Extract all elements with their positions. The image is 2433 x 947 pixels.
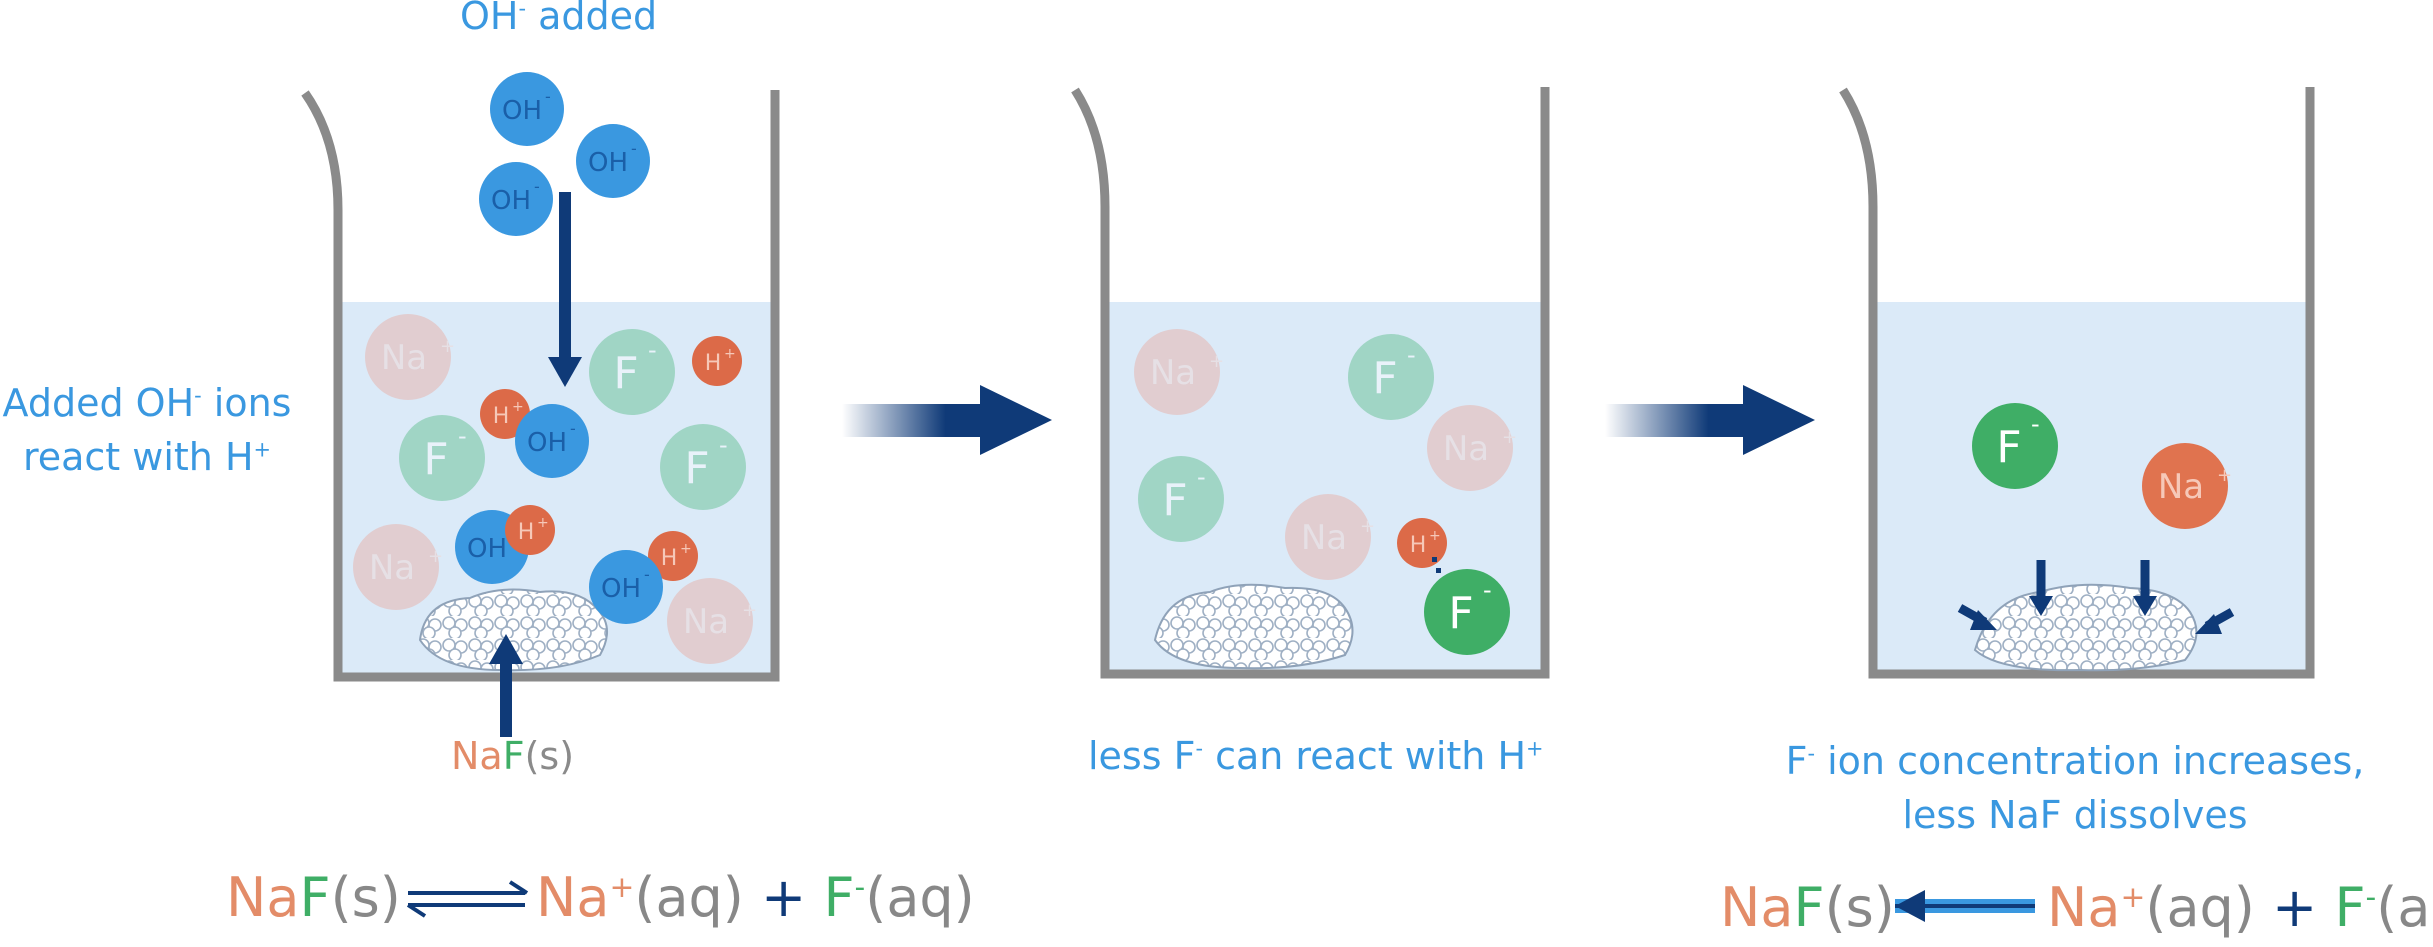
h-ion: H +: [505, 505, 555, 555]
bond-dots: [1432, 557, 1441, 573]
oh-ion: OH -: [589, 550, 663, 624]
added-oh-ions-label: Added OH- ions react with H+: [2, 381, 292, 479]
svg-text:-: -: [458, 422, 467, 450]
oh-ion: OH -: [576, 124, 650, 198]
svg-text:F: F: [423, 434, 448, 485]
svg-text:H: H: [661, 546, 678, 571]
svg-text:+: +: [742, 600, 757, 621]
inward-arrows: [1957, 560, 2235, 634]
equation-products-1: Na+(aq) + F-(aq): [536, 866, 975, 929]
oh-ion: OH -: [479, 162, 553, 236]
svg-text:Na: Na: [2158, 467, 2204, 507]
equation-products-2: Na+(aq) + F-(aq): [2047, 876, 2433, 939]
f-ion: F -: [1424, 569, 1510, 655]
next-step-arrow-1: [842, 385, 1052, 455]
equilibrium-arrows-2-shifted-left: [1895, 890, 2035, 922]
oh-added-label: OH- added: [460, 0, 658, 38]
svg-text:OH: OH: [502, 96, 542, 126]
svg-text:-: -: [545, 87, 551, 106]
na-ion-faded: Na +: [1134, 329, 1224, 415]
svg-text:F: F: [684, 443, 709, 494]
na-ion-faded: Na +: [365, 314, 455, 400]
svg-text:Na: Na: [1443, 429, 1489, 469]
svg-text:-: -: [570, 419, 576, 438]
svg-text:OH: OH: [527, 428, 567, 458]
svg-text:+: +: [537, 515, 549, 531]
solid-pile-2: [1153, 583, 1354, 670]
equation-reactants-2: NaF(s): [1720, 876, 1895, 939]
panel2-caption: less F- can react with H+: [1088, 734, 1544, 778]
svg-text:F: F: [1448, 588, 1473, 639]
svg-text:F: F: [1162, 475, 1187, 526]
na-ion-faded: Na +: [1427, 405, 1517, 491]
f-ion-faded: F -: [1138, 456, 1224, 542]
svg-text:Na: Na: [381, 338, 427, 378]
f-ion-faded: F -: [1348, 334, 1434, 420]
svg-text:+: +: [440, 336, 455, 357]
panel3-caption: F- ion concentration increases, less NaF…: [1785, 739, 2365, 837]
svg-text:-: -: [644, 565, 650, 584]
svg-text:OH: OH: [601, 574, 641, 604]
svg-text:Na: Na: [1150, 353, 1196, 393]
svg-text:+: +: [680, 541, 692, 557]
svg-text:-: -: [2031, 410, 2040, 438]
svg-text:-: -: [1407, 341, 1416, 369]
beaker-1-outline: [301, 90, 780, 682]
f-ion-faded: F -: [589, 329, 675, 415]
svg-text:-: -: [1197, 463, 1206, 491]
naf-solid-label: NaF(s): [451, 734, 575, 778]
svg-text:-: -: [719, 431, 728, 459]
h-ion: H +: [692, 336, 742, 386]
beaker-3-outline: [1839, 87, 2315, 679]
svg-text:F: F: [1996, 422, 2021, 473]
svg-text:-: -: [1483, 576, 1492, 604]
svg-text:Na: Na: [1301, 518, 1347, 558]
svg-text:H: H: [1410, 533, 1427, 558]
oh-ion: OH -: [515, 404, 589, 478]
f-ion-faded: F -: [399, 415, 485, 501]
svg-text:H: H: [705, 351, 722, 376]
next-step-arrow-2: [1605, 385, 1815, 455]
oh-ion: OH -: [490, 72, 564, 146]
equation-reactants-1: NaF(s): [226, 866, 401, 929]
down-arrow: [548, 192, 582, 387]
svg-text:F: F: [613, 348, 638, 399]
na-ion-faded: Na +: [353, 524, 443, 610]
svg-text:+: +: [1209, 351, 1224, 372]
f-ion-faded: F -: [660, 424, 746, 510]
svg-text:-: -: [534, 177, 540, 196]
equilibrium-arrows-1: [406, 880, 529, 918]
svg-text:+: +: [512, 399, 524, 415]
h-ion: H +: [480, 389, 530, 439]
svg-text:-: -: [648, 336, 657, 364]
svg-text:OH: OH: [491, 186, 531, 216]
h-ion: H +: [648, 531, 698, 581]
na-ion-faded: Na +: [1285, 494, 1375, 580]
svg-text:H: H: [518, 520, 535, 545]
na-ion-faded: Na +: [667, 578, 757, 664]
svg-text:Na: Na: [683, 602, 729, 642]
svg-text:+: +: [428, 546, 443, 567]
svg-text:+: +: [1502, 427, 1517, 448]
svg-text:F: F: [1372, 353, 1397, 404]
svg-text:+: +: [1360, 516, 1375, 537]
f-ion: F -: [1972, 403, 2058, 489]
svg-text:OH: OH: [588, 148, 628, 178]
up-arrow: [489, 634, 523, 737]
svg-text:+: +: [1429, 528, 1441, 544]
na-ion: Na +: [2142, 443, 2232, 529]
beaker-2-outline: [1071, 87, 1550, 679]
svg-text:-: -: [631, 139, 637, 158]
h-ion: H +: [1397, 518, 1447, 568]
svg-text:+: +: [724, 346, 736, 362]
svg-text:+: +: [2217, 465, 2232, 486]
svg-text:H: H: [493, 404, 510, 429]
svg-text:OH: OH: [467, 534, 507, 564]
svg-text:Na: Na: [369, 548, 415, 588]
